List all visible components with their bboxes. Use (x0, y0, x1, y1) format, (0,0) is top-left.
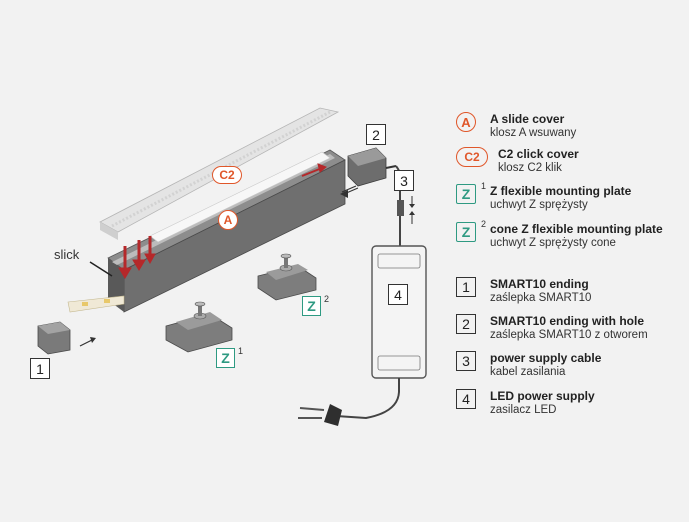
end-cap-2 (340, 147, 397, 198)
label-z2-sup: 2 (324, 294, 330, 304)
z-mounting-plate-1 (165, 301, 233, 353)
label-3: 3 (394, 170, 414, 191)
led-power-supply (298, 245, 427, 426)
label-a: A (218, 210, 238, 230)
insert-arrows (118, 163, 327, 279)
legend-subtitle: zasilacz LED (490, 404, 557, 416)
legend-title: Z flexible mounting plate (490, 184, 632, 198)
legend-subtitle: zaślepka SMART10 z otworem (490, 329, 648, 341)
badge-2: 2 (456, 314, 476, 334)
label-z1-sup: 1 (238, 346, 244, 356)
legend-title: A slide cover (490, 112, 565, 126)
label-4: 4 (388, 284, 408, 305)
badge-z2-sup: 2 (481, 219, 487, 229)
z-mounting-plate-2 (257, 253, 317, 301)
badge-4: 4 (456, 389, 476, 409)
legend-title: C2 click cover (498, 147, 579, 161)
label-c2: C2 (212, 166, 242, 184)
led-strip (67, 295, 125, 313)
badge-3: 3 (456, 351, 476, 371)
legend-title: LED power supply (490, 389, 595, 403)
legend-title: SMART10 ending (490, 277, 589, 291)
legend-title: cone Z flexible mounting plate (490, 222, 663, 236)
legend-title: power supply cable (490, 351, 602, 365)
legend-subtitle: klosz A wsuwany (490, 127, 577, 139)
label-1: 1 (30, 358, 50, 379)
legend-title: SMART10 ending with hole (490, 314, 645, 328)
slick-pointer (89, 261, 113, 277)
badge-1: 1 (456, 277, 476, 297)
label-z2: Z (302, 296, 321, 316)
badge-a: A (456, 112, 476, 132)
badge-z2: Z (456, 222, 476, 242)
label-z1: Z (216, 348, 235, 368)
badge-z1-sup: 1 (481, 181, 487, 191)
badge-c2: C2 (456, 147, 488, 167)
legend-subtitle: zaślepka SMART10 (490, 292, 592, 304)
brand-logo: slick (54, 247, 80, 262)
badge-z1: Z (456, 184, 476, 204)
legend-subtitle: uchwyt Z sprężysty (490, 199, 588, 211)
legend-subtitle: klosz C2 klik (498, 162, 562, 174)
legend-subtitle: kabel zasilania (490, 366, 566, 378)
end-cap-1 (37, 321, 96, 355)
label-2: 2 (366, 124, 386, 145)
legend-subtitle: uchwyt Z sprężysty cone (490, 237, 616, 249)
a-slide-cover (149, 151, 331, 243)
